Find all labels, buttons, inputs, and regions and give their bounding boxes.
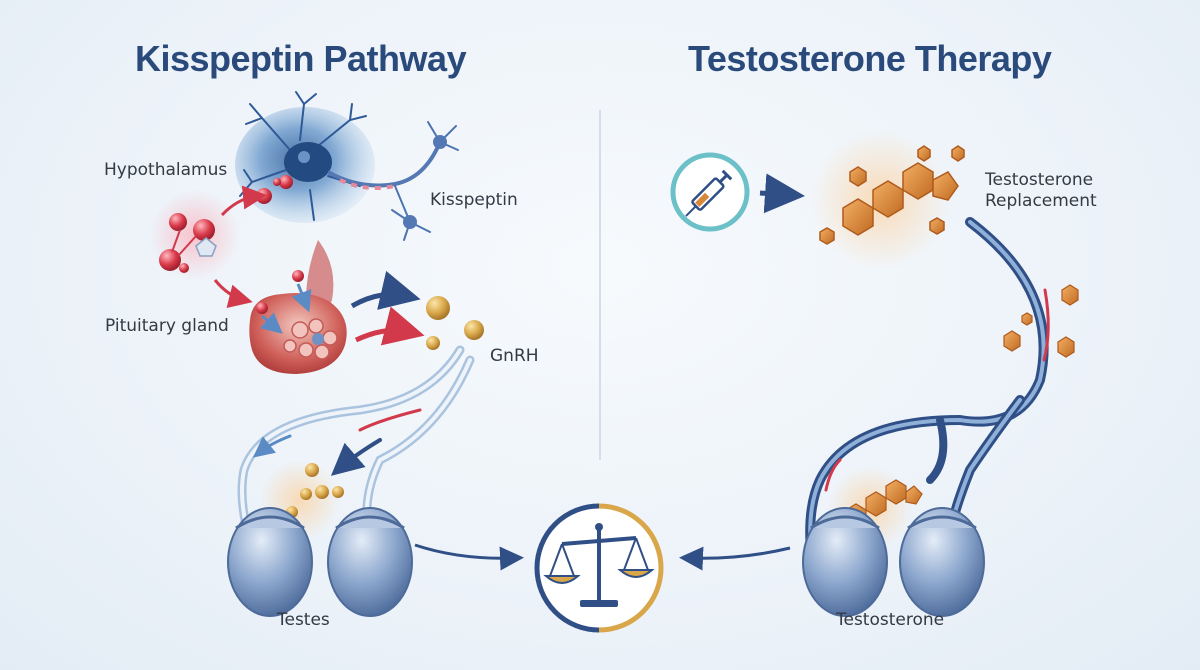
label-kisspeptin: Kisspeptin [430, 190, 518, 210]
title-testosterone-therapy: Testosterone Therapy [688, 38, 1052, 79]
label-replacement-line1: Testosterone [985, 170, 1094, 190]
label-pituitary-gland: Pituitary gland [105, 316, 229, 336]
label-gnrh: GnRH [490, 346, 539, 366]
label-testosterone: Testosterone [836, 610, 945, 630]
syringe-icon [670, 152, 750, 232]
kisspeptin-molecule-icon [150, 175, 293, 280]
testes-icon [227, 507, 413, 617]
hormone-sphere-icon [426, 296, 484, 350]
steroid-molecule-icon [819, 145, 965, 245]
balance-scale-icon [534, 503, 664, 633]
pituitary-gland-icon [249, 240, 347, 374]
steroid-molecule-icon [1003, 284, 1079, 358]
label-testosterone-replacement: Testosterone Replacement [985, 170, 1097, 212]
label-testes: Testes [277, 610, 330, 630]
title-kisspeptin-pathway: Kisspeptin Pathway [135, 38, 467, 79]
testes-icon [802, 507, 985, 617]
neuron-icon [235, 91, 459, 241]
hormone-sphere-icon [274, 463, 344, 546]
label-hypothalamus: Hypothalamus [104, 160, 228, 180]
label-replacement-line2: Replacement [985, 191, 1097, 211]
